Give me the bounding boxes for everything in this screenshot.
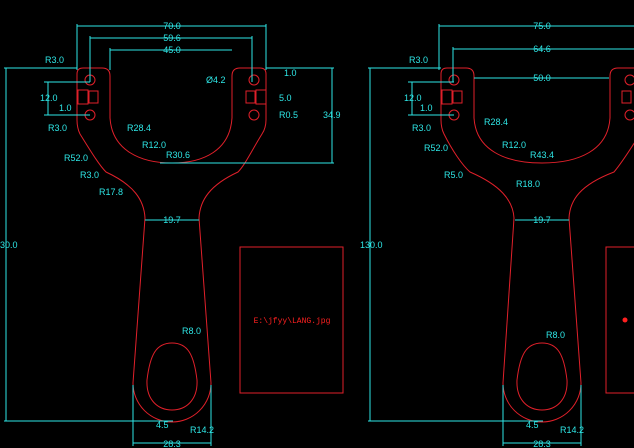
dim-r-neck: R18.0 [516, 179, 540, 189]
dim-r-neck: R17.8 [99, 187, 123, 197]
dim-r-grip-hole: R8.0 [546, 330, 565, 340]
dim-grip-width: 28.3 [533, 439, 551, 448]
dim-r-inner-fillet: R12.0 [502, 140, 526, 150]
dim-r-top-corner: R3.0 [45, 55, 64, 65]
dim-r-inner-side: R28.4 [127, 123, 151, 133]
dim-grip-offset: 4.5 [156, 420, 169, 430]
dimension-lines [4, 24, 334, 446]
dim-r-outer-side: R52.0 [424, 143, 448, 153]
dim-fork-height: 34.9 [323, 110, 341, 120]
dim-width-inner: 45.0 [163, 45, 181, 55]
slingshot-outline [440, 67, 634, 423]
dim-width-holes: 64.6 [533, 44, 551, 54]
grip-hole [146, 342, 198, 411]
left-ear-slots [77, 74, 267, 121]
dim-r-outer-side: R52.0 [64, 153, 88, 163]
dim-r-top-corner: R3.0 [409, 55, 428, 65]
dim-r-inner-bottom: R43.4 [530, 150, 554, 160]
dim-hole-dia: Ø4.2 [206, 75, 226, 85]
image-frame [239, 246, 344, 394]
dim-total-height: 130.0 [360, 240, 383, 250]
image-label: E:\jfyy\LANG.jpg [254, 317, 331, 326]
dim-slot-width: 5.0 [279, 93, 292, 103]
dim-r-grip-hole: R8.0 [182, 326, 201, 336]
dim-r-inner-side: R28.4 [484, 117, 508, 127]
dim-total-height: 130.0 [0, 240, 18, 250]
dim-slot-gap: 1.0 [59, 103, 72, 113]
image-frame [605, 246, 634, 394]
image-label-fragment [622, 317, 628, 323]
dim-slot-span: 12.0 [40, 93, 58, 103]
dim-r-grip-end: R14.2 [190, 425, 214, 435]
dim-r-slot: R0.5 [279, 110, 298, 120]
dim-r-lower-corner: R3.0 [48, 123, 67, 133]
dim-slot-gap: 1.0 [420, 103, 433, 113]
dim-slot-span: 12.0 [404, 93, 422, 103]
dim-grip-offset: 4.5 [526, 420, 539, 430]
dim-r-neck-corner: R5.0 [444, 170, 463, 180]
dim-width-outer: 75.0 [533, 21, 551, 31]
dim-slot-offset: 1.0 [284, 68, 297, 78]
dim-width-inner: 50.0 [533, 73, 551, 83]
dim-width-holes: 59.6 [163, 33, 181, 43]
grip-hole [516, 342, 568, 411]
dim-r-inner-bottom: R30.6 [166, 150, 190, 160]
dim-r-grip-end: R14.2 [560, 425, 584, 435]
slingshot-outline [76, 67, 267, 423]
dimension-lines [368, 24, 634, 446]
slingshot-drawing-right: 75.0 64.6 50.0 R3.0 12.0 1.0 R3.0 R28.4 … [360, 21, 634, 448]
slingshot-drawing-left: 70.0 59.6 45.0 R3.0 12.0 1.0 R3.0 R28.4 … [0, 21, 344, 448]
dim-neck-width: 19.7 [533, 215, 551, 225]
dim-r-lower-corner: R3.0 [412, 123, 431, 133]
dim-r-inner-fillet: R12.0 [142, 140, 166, 150]
dim-width-outer: 70.0 [163, 21, 181, 31]
dim-r-neck-corner: R3.0 [80, 170, 99, 180]
dim-neck-width: 19.7 [163, 215, 181, 225]
dim-grip-width: 28.3 [163, 439, 181, 448]
